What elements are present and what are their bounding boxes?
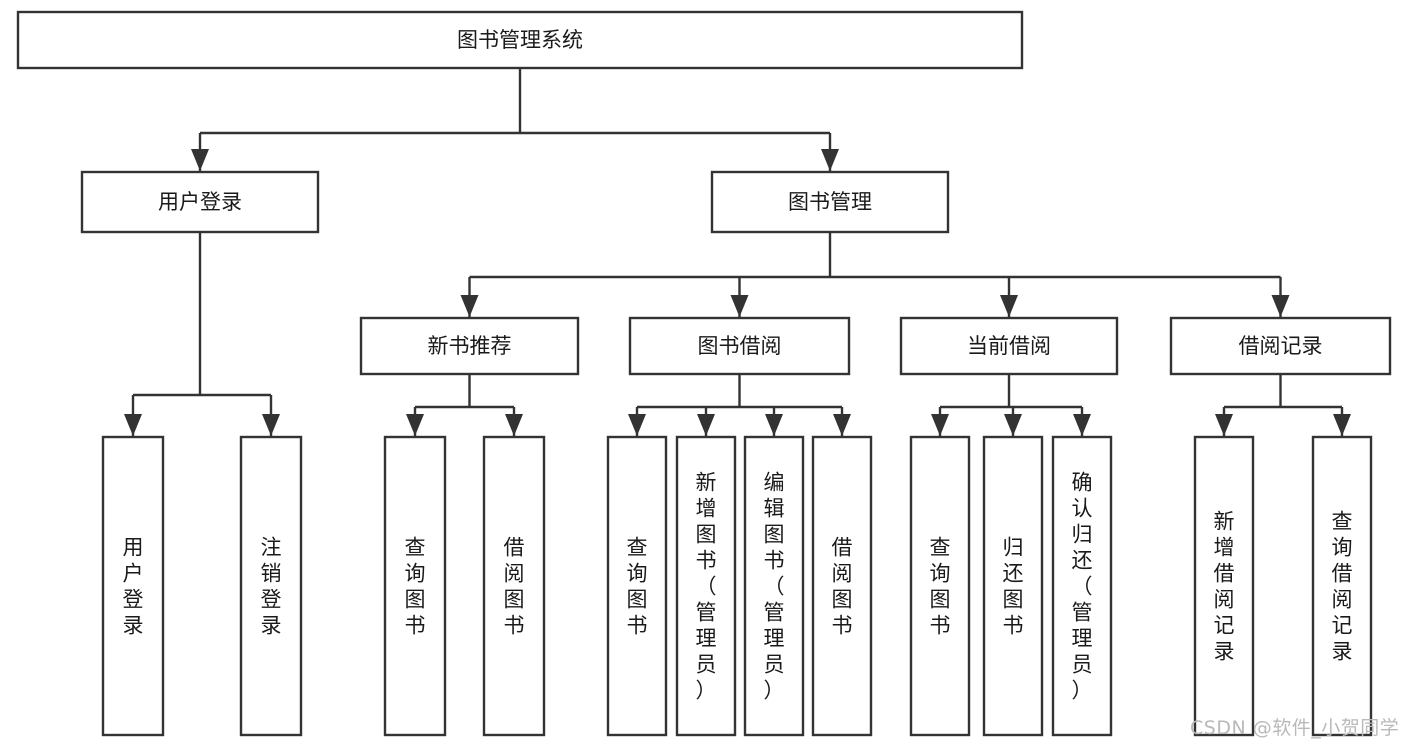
node-label: 编辑图书（管理员） [764, 470, 785, 702]
level3-node-图书借阅[interactable]: 图书借阅 [628, 316, 851, 376]
arrow-head-icon [1333, 414, 1351, 436]
leaf-node-借阅图书[interactable]: 借阅图书 [482, 435, 546, 737]
node-box [1051, 435, 1113, 737]
leaf-node-借阅图书[interactable]: 借阅图书 [811, 435, 873, 737]
leaf-node-新增借阅记录[interactable]: 新增借阅记录 [1193, 435, 1255, 737]
node-box [239, 435, 303, 737]
node-label: 借阅图书 [504, 535, 525, 637]
node-label: 查询图书 [405, 535, 426, 637]
level2-node-图书管理[interactable]: 图书管理 [710, 170, 950, 234]
arrow-head-icon [505, 414, 523, 436]
arrow-head-icon [1073, 414, 1091, 436]
node-box [675, 435, 737, 737]
arrow-head-icon [460, 295, 479, 317]
root-node-图书管理系统[interactable]: 图书管理系统 [16, 10, 1024, 70]
leaf-node-查询借阅记录[interactable]: 查询借阅记录 [1311, 435, 1373, 737]
node-box [899, 316, 1119, 376]
node-box [16, 10, 1024, 70]
node-label: 用户登录 [158, 190, 242, 214]
leaf-node-查询图书[interactable]: 查询图书 [909, 435, 971, 737]
arrow-head-icon [697, 414, 715, 436]
arrow-head-icon [1000, 295, 1018, 317]
node-label: 新增图书（管理员） [696, 470, 717, 702]
arrow-head-icon [1215, 414, 1233, 436]
node-box [1169, 316, 1392, 376]
node-box [101, 435, 165, 737]
node-label: 用户登录 [123, 535, 144, 637]
node-label: 当前借阅 [967, 334, 1051, 358]
level3-node-当前借阅[interactable]: 当前借阅 [899, 316, 1119, 376]
leaf-node-查询图书[interactable]: 查询图书 [606, 435, 668, 737]
arrow-head-icon [1271, 295, 1290, 317]
arrow-head-icon [833, 414, 851, 436]
node-box [743, 435, 805, 737]
leaf-node-新增图书管理员[interactable]: 新增图书（管理员） [675, 435, 737, 737]
arrow-head-icon [931, 414, 949, 436]
leaf-node-归还图书[interactable]: 归还图书 [982, 435, 1044, 737]
node-box [80, 170, 320, 234]
node-box [1193, 435, 1255, 737]
level3-node-新书推荐[interactable]: 新书推荐 [359, 316, 580, 376]
arrow-head-icon [262, 414, 280, 436]
node-label: 查询图书 [627, 535, 648, 637]
leaf-node-注销登录[interactable]: 注销登录 [239, 435, 303, 737]
node-label: 查询借阅记录 [1332, 509, 1353, 663]
node-label: 归还图书 [1003, 535, 1024, 637]
level2-node-用户登录[interactable]: 用户登录 [80, 170, 320, 234]
node-label: 确认归还（管理员） [1072, 470, 1093, 702]
node-box [710, 170, 950, 234]
node-box [482, 435, 546, 737]
node-box [606, 435, 668, 737]
node-label: 图书管理 [788, 190, 872, 214]
node-box [1311, 435, 1373, 737]
arrow-head-icon [821, 149, 839, 171]
level3-node-借阅记录[interactable]: 借阅记录 [1169, 316, 1392, 376]
edges-layer [124, 68, 1351, 436]
leaf-node-用户登录[interactable]: 用户登录 [101, 435, 165, 737]
node-label: 图书借阅 [698, 334, 782, 358]
nodes-layer: 图书管理系统用户登录图书管理新书推荐图书借阅当前借阅借阅记录用户登录注销登录查询… [16, 10, 1392, 737]
node-label: 借阅图书 [832, 535, 853, 637]
leaf-node-确认归还管理员[interactable]: 确认归还（管理员） [1051, 435, 1113, 737]
watermark-label: CSDN @软件_小贺同学 [1190, 717, 1400, 739]
node-box [982, 435, 1044, 737]
node-label: 新增借阅记录 [1214, 509, 1235, 663]
arrow-head-icon [1004, 414, 1022, 436]
arrow-head-icon [765, 414, 783, 436]
node-label: 新书推荐 [428, 334, 512, 358]
node-label: 图书管理系统 [457, 28, 583, 52]
leaf-node-编辑图书管理员[interactable]: 编辑图书（管理员） [743, 435, 805, 737]
arrow-head-icon [628, 414, 646, 436]
arrow-head-icon [406, 414, 424, 436]
node-label: 借阅记录 [1239, 334, 1323, 358]
node-box [359, 316, 580, 376]
node-label: 查询图书 [930, 535, 951, 637]
arrow-head-icon [191, 149, 209, 171]
node-box [909, 435, 971, 737]
node-box [383, 435, 447, 737]
arrow-head-icon [730, 295, 749, 317]
node-label: 注销登录 [261, 535, 282, 637]
node-box [628, 316, 851, 376]
node-box [811, 435, 873, 737]
leaf-node-查询图书[interactable]: 查询图书 [383, 435, 447, 737]
arrow-head-icon [124, 414, 142, 436]
